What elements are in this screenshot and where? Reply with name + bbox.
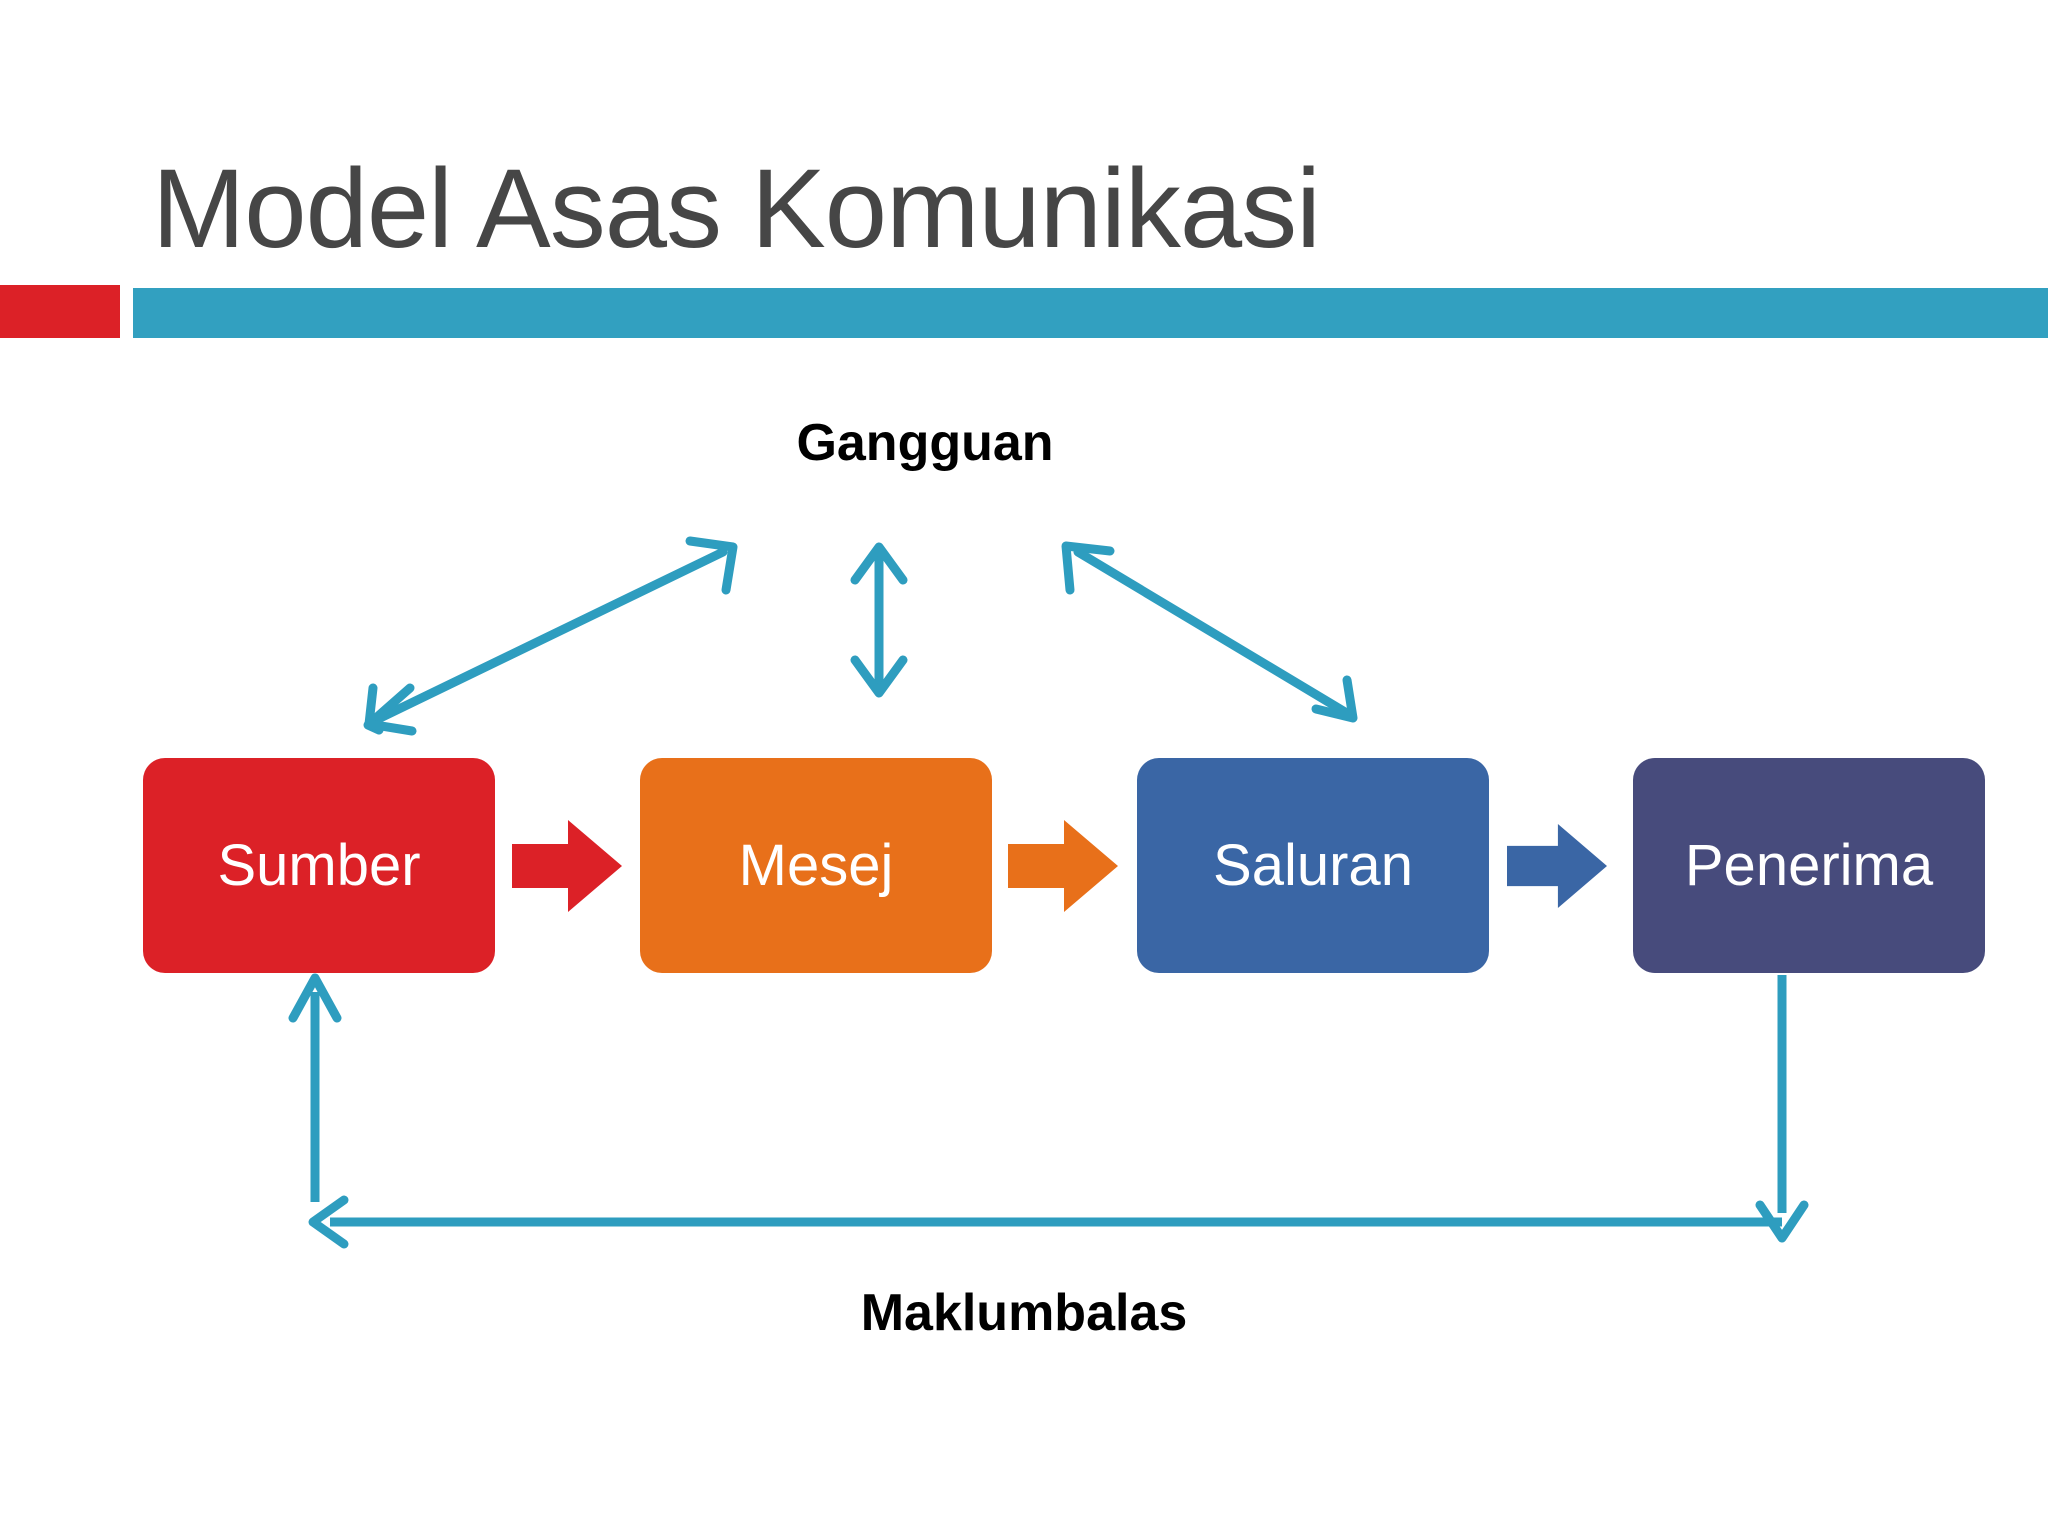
header-rule-accent: [0, 285, 120, 338]
maklumbalas-arrowheads-icon: [288, 973, 1809, 1249]
gangguan-arrow-left-icon: [363, 536, 738, 736]
connector-arrow-right-icon-sumber-mesej: [512, 820, 622, 912]
page-title: Model Asas Komunikasi: [152, 146, 1321, 272]
gangguan-arrow-center-icon: [850, 542, 908, 698]
process-node-sumber[interactable]: Sumber: [143, 758, 495, 973]
connector-arrow-right-icon-mesej-saluran: [1008, 820, 1118, 912]
gangguan-arrow-right-icon: [1061, 541, 1358, 723]
process-node-mesej[interactable]: Mesej: [640, 758, 992, 973]
connector-arrow-right-icon-saluran-penerima: [1507, 824, 1607, 908]
maklumbalas-label: Maklumbalas: [860, 1284, 1188, 1342]
maklumbalas-loop-icon: [310, 975, 1787, 1227]
process-node-label: Saluran: [1213, 833, 1413, 898]
process-node-label: Mesej: [738, 833, 894, 898]
process-node-label: Sumber: [217, 833, 421, 898]
process-node-penerima[interactable]: Penerima: [1633, 758, 1985, 973]
gangguan-label: Gangguan: [796, 414, 1054, 472]
process-node-label: Penerima: [1684, 833, 1934, 898]
header-rule-bar: [133, 288, 2048, 338]
process-node-saluran[interactable]: Saluran: [1137, 758, 1489, 973]
